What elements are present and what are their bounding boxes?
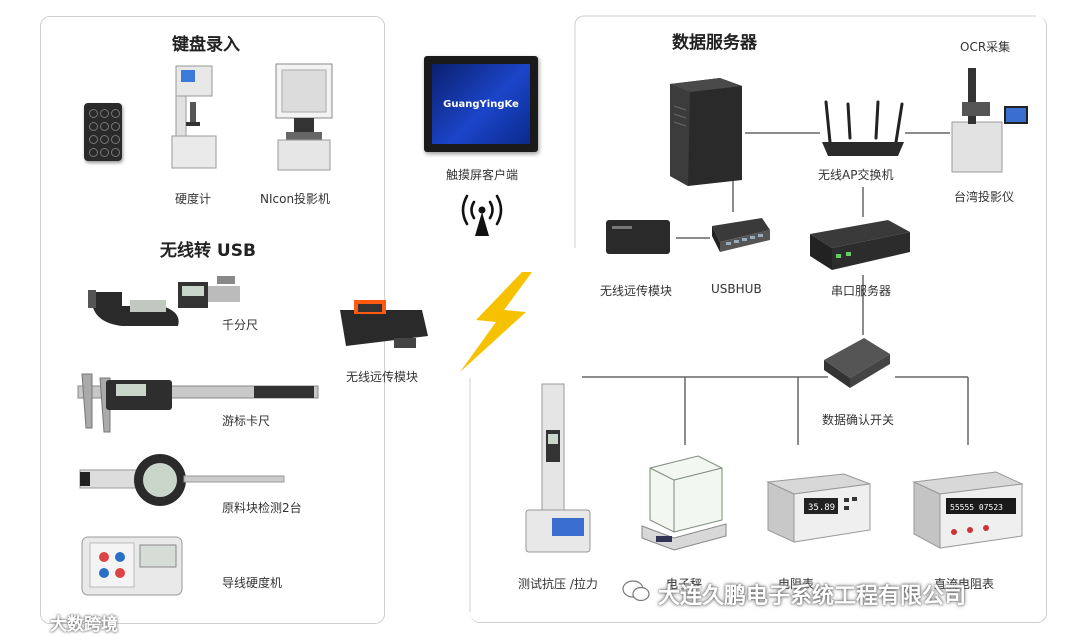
wire-hardness-tester-image xyxy=(81,536,183,596)
usb-hub-image xyxy=(712,218,770,252)
meter-label: 电阻表 xyxy=(778,577,815,591)
svg-text:35.89: 35.89 xyxy=(808,503,835,513)
resistance-meter-image: 35.89 xyxy=(766,473,871,543)
server-tower-image xyxy=(670,78,742,186)
wireless-module-right-label: 无线远传模块 xyxy=(600,284,673,298)
touchscreen-display: GuangYingKe xyxy=(432,64,530,144)
wire-hardness-label: 导线硬度机 xyxy=(222,576,283,590)
balance-label: 电子秤 xyxy=(666,577,703,591)
dial-gauge-image xyxy=(79,454,285,506)
serial-server-label: 串口服务器 xyxy=(831,284,892,298)
company-watermark: 大连久鹏电子系统工程有限公司 xyxy=(658,584,967,609)
touchscreen-label: 触摸屏客户端 xyxy=(446,168,519,182)
tensile-tester-image xyxy=(525,383,591,553)
screen-brand-text: GuangYingKe xyxy=(443,98,519,110)
caliper-label: 游标卡尺 xyxy=(222,414,271,428)
tensile-tester-label: 测试抗压 /拉力 xyxy=(518,577,598,591)
confirm-switch-label: 数据确认开关 xyxy=(822,413,895,427)
dc-meter-label: 直流电阻表 xyxy=(934,577,995,591)
hardness-tester-image xyxy=(171,65,217,169)
caliper-image xyxy=(77,373,319,433)
source-watermark: 大数跨境 xyxy=(50,615,118,635)
electronic-balance-image xyxy=(641,455,727,551)
wechat-logo-icon xyxy=(622,580,650,602)
nicon-projector-label: NIcon投影机 xyxy=(260,192,331,206)
hardness-tester-label: 硬度计 xyxy=(175,192,212,206)
micrometer-label: 千分尺 xyxy=(222,318,259,332)
data-server-title: 数据服务器 xyxy=(672,33,757,53)
wireless-module-left-image xyxy=(340,300,428,348)
taiwan-projector-label: 台湾投影仪 xyxy=(954,190,1015,204)
touchscreen-monitor: GuangYingKe xyxy=(424,56,538,152)
ap-switch-label: 无线AP交换机 xyxy=(818,168,894,182)
foot-switch-image xyxy=(824,338,890,388)
keyboard-entry-title: 键盘录入 xyxy=(172,35,240,55)
serial-server-image xyxy=(810,220,910,270)
usbhub-label: USBHUB xyxy=(711,282,762,296)
wifi-router-image xyxy=(822,100,904,156)
wireless-module-right-image xyxy=(606,220,670,254)
micrometer-image xyxy=(88,276,240,326)
wireless-module-left-label: 无线远传模块 xyxy=(346,370,419,384)
keypad-device xyxy=(84,103,122,161)
gauge-station-label: 原料块检测2台 xyxy=(222,501,302,515)
ocr-label: OCR采集 xyxy=(960,40,1011,54)
wireless-usb-title: 无线转 USB xyxy=(160,241,256,261)
nicon-projector-image xyxy=(275,63,333,171)
ocr-station-image xyxy=(951,68,1028,173)
dc-resistance-meter-image: 55555 07523 xyxy=(912,471,1024,549)
lightning-bolt-icon xyxy=(460,272,532,372)
svg-text:55555 07523: 55555 07523 xyxy=(950,503,1003,512)
wireless-signal-icon xyxy=(461,194,503,236)
